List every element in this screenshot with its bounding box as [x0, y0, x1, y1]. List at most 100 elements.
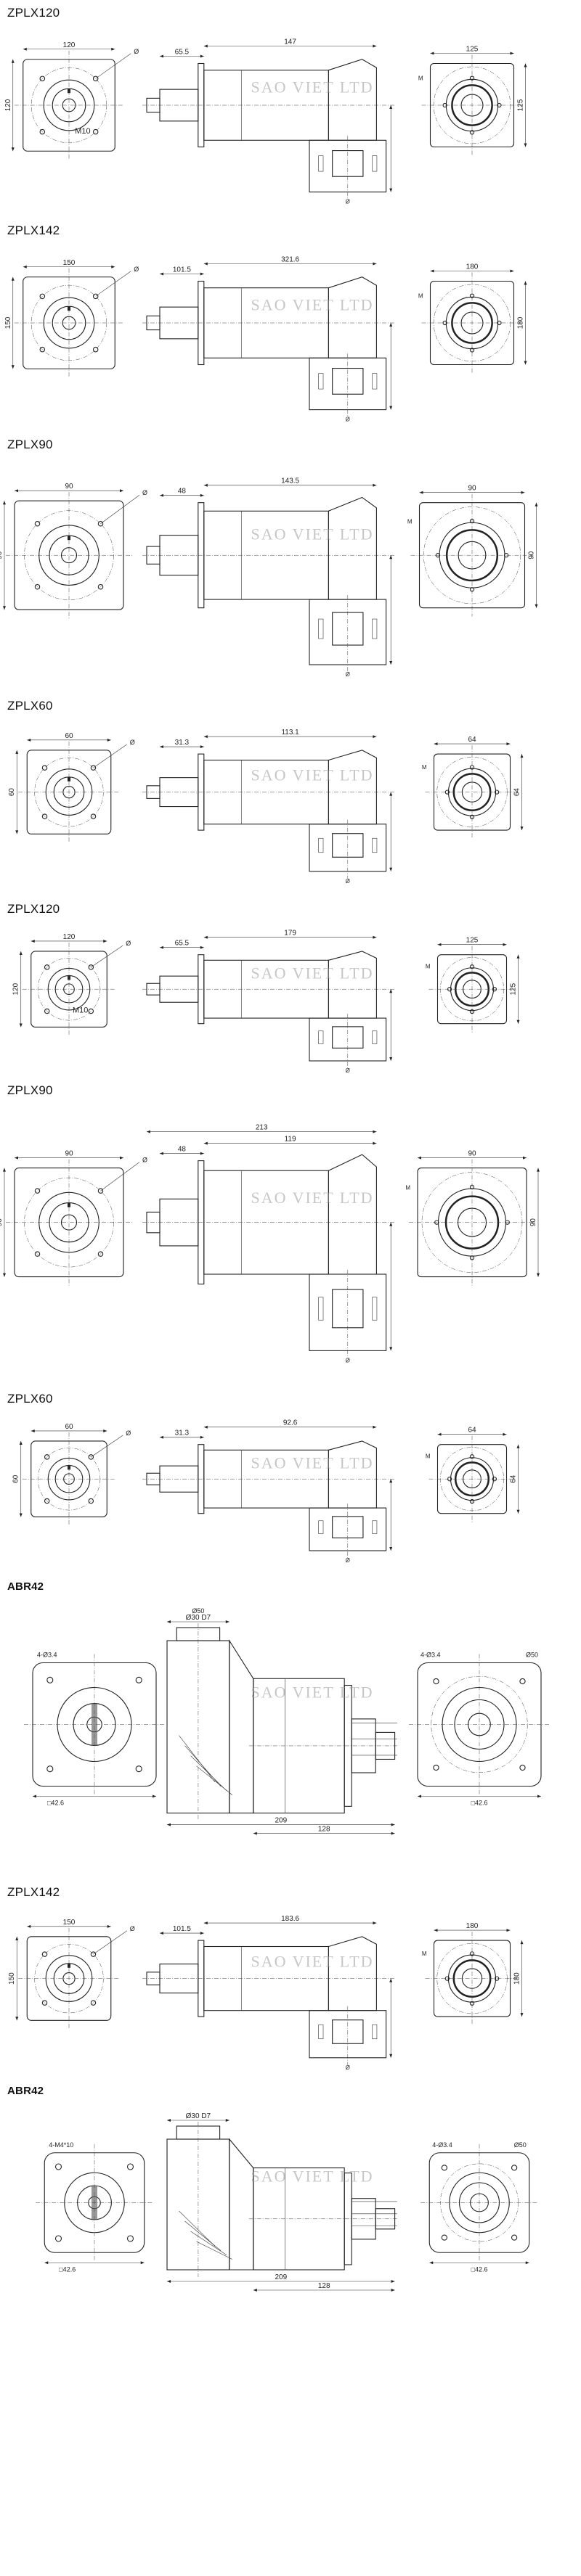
mounting-hole: [92, 75, 99, 82]
mounting-hole: [44, 1008, 50, 1014]
abr-overall-dim: 209: [275, 2273, 287, 2281]
section-title: ZPLX90: [7, 1083, 53, 1097]
side-width-label: 64: [468, 736, 476, 744]
output-diameter-label: Ø: [346, 671, 350, 678]
mounting-hole: [90, 2000, 97, 2006]
center-bore: [60, 1214, 78, 1231]
right-square-label: □42.6: [471, 1800, 488, 1807]
leader-line: [95, 271, 131, 297]
side-height-label: 125: [517, 99, 525, 111]
bolt-size-label: M10: [73, 1006, 88, 1015]
right-hole-label: 4-Ø3.4: [432, 2141, 452, 2149]
hole-leader-label: Ø: [126, 1429, 131, 1437]
output-mounting-hole: [469, 1951, 475, 1956]
overall-length-label: 213: [256, 1124, 268, 1132]
output-mounting-hole: [469, 75, 475, 81]
front-height-label: 150: [4, 316, 12, 329]
mounting-hole: [88, 1454, 94, 1460]
thread-label: M: [422, 1951, 427, 1957]
output-mounting-hole: [494, 1976, 500, 1981]
bolt-circle: [24, 1177, 114, 1268]
side-width-label: 125: [466, 937, 479, 945]
section-hatch: [190, 2231, 227, 2255]
output-diameter-label: Ø: [346, 2064, 350, 2071]
mounting-hole: [92, 128, 99, 135]
output-mounting-hole: [469, 130, 475, 135]
section-title: ABR42: [7, 2085, 44, 2097]
front-width-label: 120: [63, 933, 76, 941]
length-b-label: 92.6: [283, 1419, 298, 1427]
mounting-hole: [39, 128, 46, 135]
thread-label: M: [426, 964, 431, 970]
length-a-label: 48: [178, 488, 187, 496]
mounting-hole: [39, 346, 46, 353]
abr-body-dim: 128: [318, 2282, 330, 2290]
mounting-hole: [39, 75, 46, 82]
output-mounting-hole: [447, 987, 452, 992]
output-mounting-hole: [469, 293, 475, 298]
front-width-label: 150: [63, 1919, 76, 1927]
front-width-label: 60: [65, 1423, 73, 1431]
section-title: ZPLX120: [7, 6, 60, 20]
output-spigot: [447, 1954, 497, 2003]
right-angle-head: [328, 496, 377, 600]
abr-input-hole: [441, 2165, 448, 2171]
hole-leader-label: Ø: [142, 489, 147, 496]
right-angle-head: [328, 951, 377, 1019]
output-mounting-hole: [492, 987, 497, 992]
left-hole-label: 4-Ø3.4: [37, 1652, 57, 1659]
side-height-label: 64: [510, 1474, 518, 1483]
section-title: ZPLX90: [7, 438, 53, 451]
bolt-section: [318, 1520, 324, 1534]
section-hatch: [179, 1735, 216, 1783]
section-hatch: [179, 2210, 216, 2247]
mounting-hole: [92, 293, 99, 300]
length-a-label: 101.5: [173, 1925, 191, 1933]
mounting-hole: [97, 1188, 104, 1194]
thread-label: M: [418, 75, 423, 82]
bolt-section: [372, 2024, 378, 2040]
output-diameter-label: Ø: [346, 878, 350, 885]
abr-body-dim: 128: [318, 1826, 330, 1834]
length-b-label: 321.6: [281, 256, 299, 264]
side-width-label: 180: [466, 263, 479, 271]
mounting-hole: [44, 964, 50, 970]
bolt-section: [372, 1297, 378, 1321]
side-height-label: 64: [513, 788, 521, 797]
side-width-label: 64: [468, 1427, 476, 1435]
thread-label: M: [418, 293, 423, 300]
front-width-label: 90: [65, 1150, 73, 1158]
front-height-label: 120: [4, 99, 12, 111]
output-bore: [460, 311, 484, 335]
mounting-hole: [97, 520, 104, 527]
watermark-text: SAO VIET LTD: [251, 766, 373, 784]
bolt-section: [372, 837, 378, 853]
right-angle-head: [328, 1154, 377, 1275]
abr-mounting-hole: [126, 2235, 134, 2242]
bolt-section: [318, 1297, 324, 1321]
length-b-label: 147: [284, 38, 296, 46]
keyway: [68, 1202, 70, 1207]
right-angle-head: [328, 1440, 377, 1509]
bolt-size-label: M10: [75, 127, 90, 136]
mounting-hole: [90, 813, 97, 819]
abr-angle-section: [229, 1639, 254, 1814]
leader-line: [95, 53, 131, 79]
front-height-label: 150: [8, 1972, 16, 1985]
left-square-label: □42.6: [59, 2265, 76, 2273]
output-mounting-hole: [435, 553, 441, 558]
keyway: [68, 1963, 70, 1968]
output-mounting-hole: [469, 587, 475, 592]
watermark-text: SAO VIET LTD: [251, 525, 373, 543]
mounting-hole: [39, 293, 46, 300]
